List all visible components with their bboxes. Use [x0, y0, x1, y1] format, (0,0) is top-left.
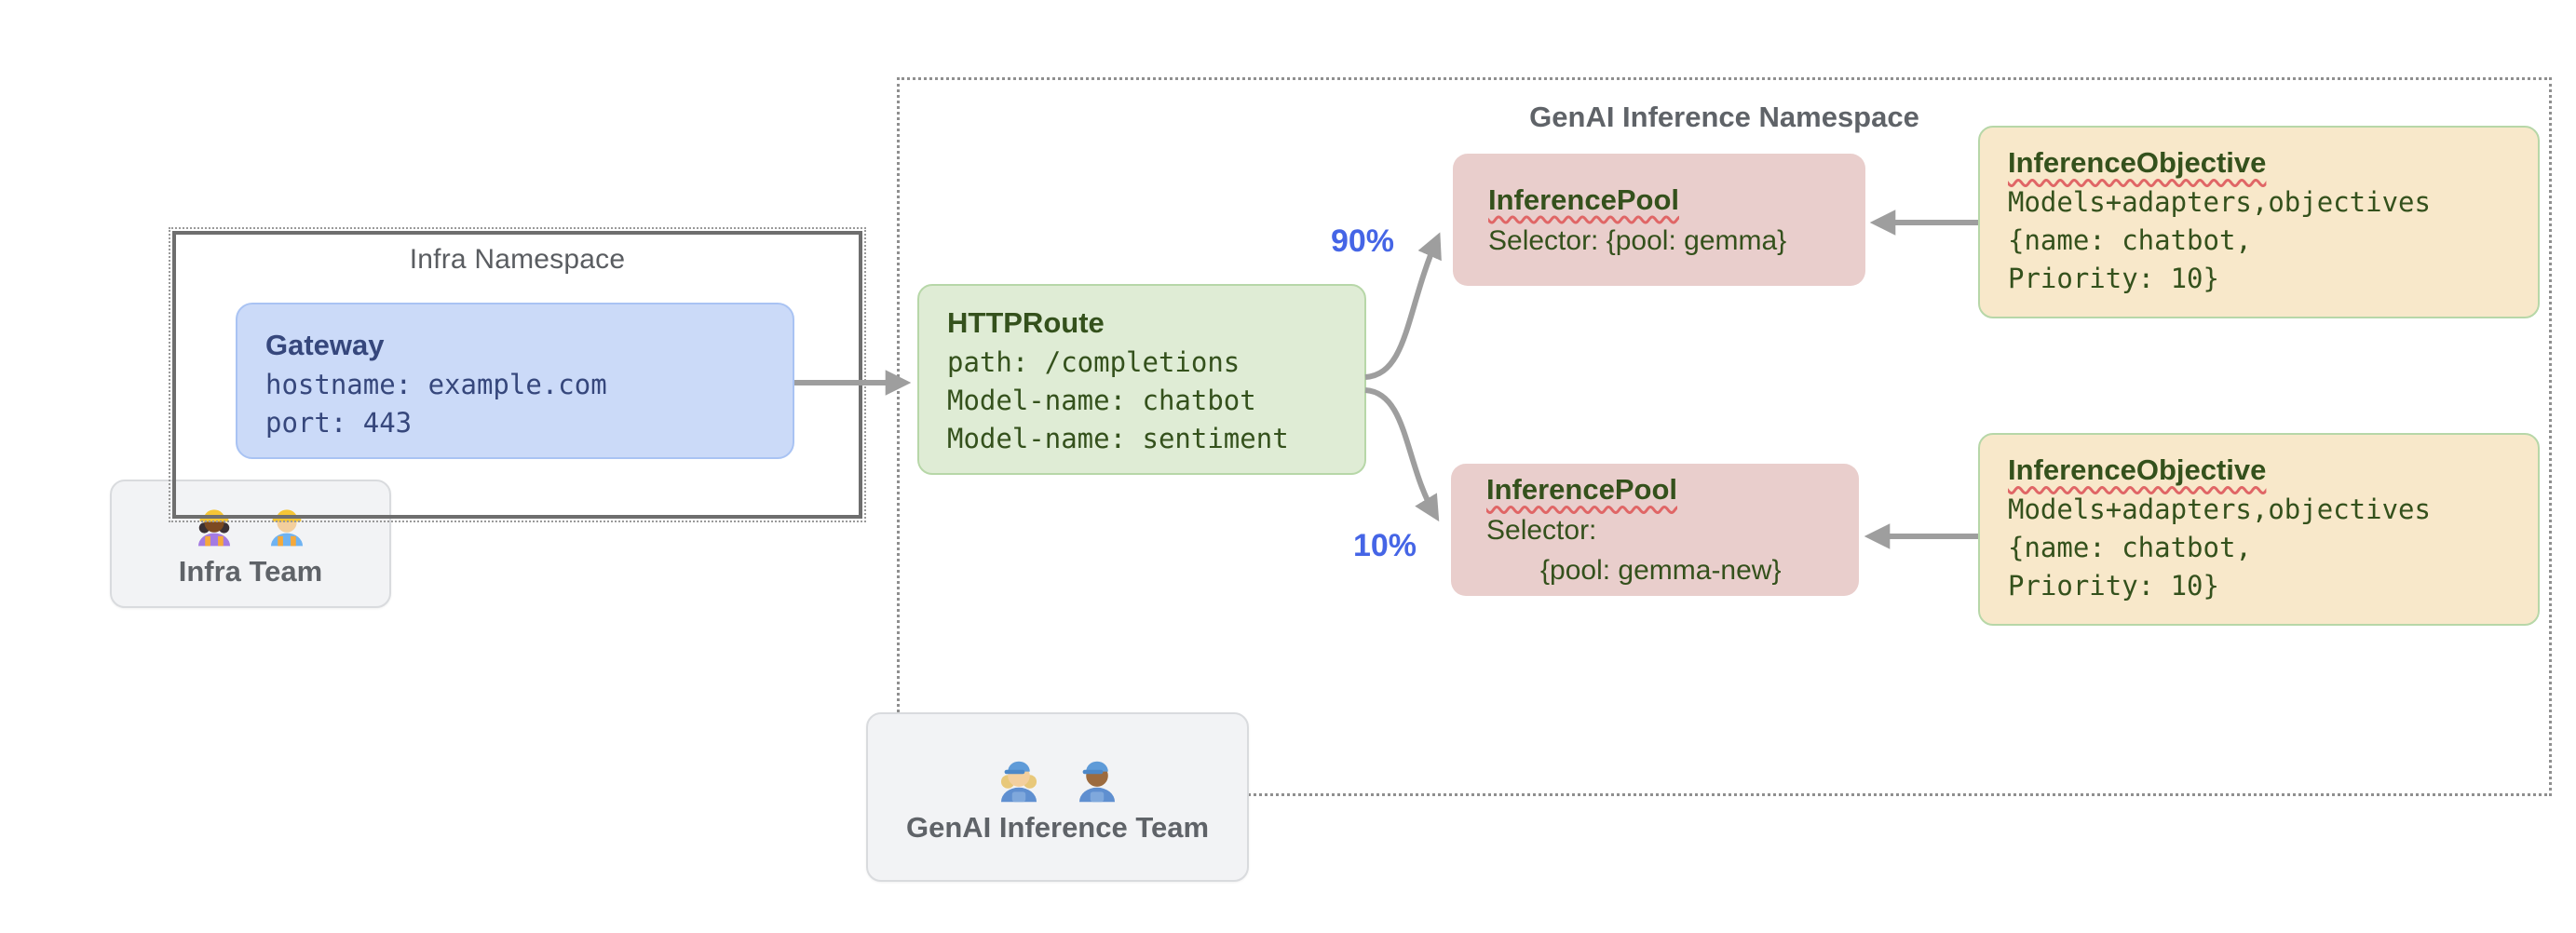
man-mechanic-icon	[1078, 761, 1115, 803]
genai-namespace-boundary: GenAI Inference Namespace	[897, 77, 2552, 796]
inferenceobjective-bottom-models: Models+adapters,objectives	[2008, 494, 2431, 525]
inferenceobjective-bottom-box: InferenceObjective Models+adapters,objec…	[1978, 433, 2540, 626]
inferencepool-gemma-new-title: InferencePool	[1486, 473, 1677, 506]
inferenceobjective-top-box: InferenceObjective Models+adapters,objec…	[1978, 126, 2540, 318]
traffic-weight-10: 10%	[1352, 528, 1417, 563]
inferenceobjective-bottom-name: {name: chatbot,	[2008, 532, 2252, 563]
infra-team-box: Infra Team	[110, 480, 391, 608]
gateway-hostname: hostname: example.com	[265, 369, 607, 400]
inferenceobjective-top-name: {name: chatbot,	[2008, 224, 2252, 256]
gateway-port: port: 443	[265, 407, 413, 439]
genai-team-box: GenAI Inference Team	[866, 712, 1249, 882]
genai-namespace-title: GenAI Inference Namespace	[1529, 101, 1919, 133]
infra-namespace-title: Infra Namespace	[409, 244, 626, 275]
woman-mechanic-icon	[1000, 761, 1037, 803]
inferenceobjective-top-models: Models+adapters,objectives	[2008, 186, 2431, 218]
httproute-box: HTTPRoute path: /completions Model-name:…	[917, 284, 1366, 475]
inferencepool-gemma-new-box: InferencePool Selector: {pool: gemma-new…	[1451, 464, 1859, 596]
httproute-title: HTTPRoute	[947, 306, 1105, 339]
httproute-model-chatbot: Model-name: chatbot	[947, 385, 1256, 416]
genai-team-icons	[992, 750, 1124, 804]
gateway-title: Gateway	[265, 329, 385, 361]
inferencepool-gemma-box: InferencePool Selector: {pool: gemma}	[1453, 154, 1865, 286]
woman-construction-worker-icon	[197, 509, 231, 547]
man-construction-worker-icon	[270, 509, 304, 547]
inferencepool-gemma-new-selector-value: {pool: gemma-new}	[1540, 555, 1782, 586]
inferenceobjective-top-title: InferenceObjective	[2008, 146, 2267, 179]
gateway-box: Gateway hostname: example.com port: 443	[236, 303, 794, 459]
inferenceobjective-top-priority: Priority: 10}	[2008, 263, 2219, 294]
httproute-model-sentiment: Model-name: sentiment	[947, 423, 1289, 454]
inferenceobjective-bottom-title: InferenceObjective	[2008, 453, 2267, 486]
genai-team-label: GenAI Inference Team	[905, 811, 1210, 844]
httproute-path: path: /completions	[947, 346, 1241, 378]
inferencepool-gemma-selector: Selector: {pool: gemma}	[1488, 224, 1787, 256]
infra-team-icons	[190, 499, 311, 548]
inferenceobjective-bottom-priority: Priority: 10}	[2008, 570, 2219, 602]
inferencepool-gemma-new-selector: Selector:	[1486, 515, 1597, 546]
traffic-weight-90: 90%	[1330, 223, 1395, 259]
inferencepool-gemma-title: InferencePool	[1488, 183, 1679, 216]
infra-team-label: Infra Team	[178, 555, 323, 588]
